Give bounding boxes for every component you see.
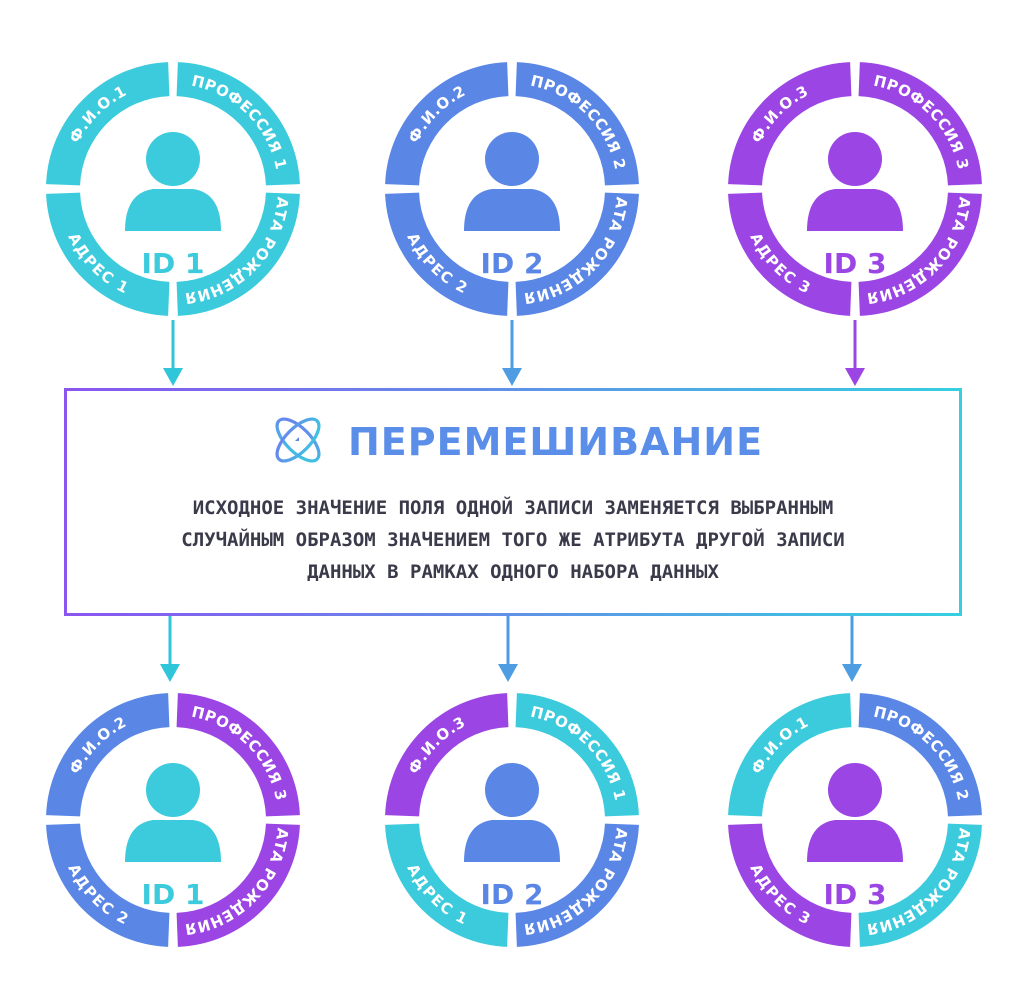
field-segment: [176, 192, 300, 316]
down-arrow: [160, 616, 180, 682]
field-segment: [46, 62, 170, 186]
person-icon: [464, 132, 560, 231]
field-segment: [385, 62, 509, 186]
person-icon: [807, 763, 903, 862]
field-segment: [858, 823, 982, 947]
field-segment: [858, 693, 982, 817]
person-icon: [125, 763, 221, 862]
field-segment: [515, 693, 639, 817]
field-segment: [728, 823, 852, 947]
field-segment: [46, 192, 170, 316]
process-title: ПЕРЕМЕШИВАНИЕ: [348, 420, 764, 464]
record-id-label: ID 2: [481, 878, 544, 911]
record-id-label: ID 2: [481, 247, 544, 280]
person-icon: [807, 132, 903, 231]
record-id-label: ID 3: [824, 247, 887, 280]
field-segment: [176, 693, 300, 817]
down-arrow: [163, 320, 183, 386]
field-segment: [728, 693, 852, 817]
field-segment: [385, 823, 509, 947]
field-segment: [385, 192, 509, 316]
field-segment: [858, 62, 982, 186]
field-segment: [385, 693, 509, 817]
person-icon: [464, 763, 560, 862]
description-line: СЛУЧАЙНЫМ ОБРАЗОМ ЗНАЧЕНИЕМ ТОГО ЖЕ АТРИ…: [181, 529, 845, 551]
field-segment: [515, 823, 639, 947]
flow-arrows: [160, 320, 865, 682]
field-segment: [728, 62, 852, 186]
record-id-label: ID 3: [824, 878, 887, 911]
field-segment: [728, 192, 852, 316]
down-arrow: [498, 616, 518, 682]
down-arrow: [842, 616, 862, 682]
record-id-label: ID 1: [142, 247, 205, 280]
record-id-label: ID 1: [142, 878, 205, 911]
field-segment: [858, 192, 982, 316]
down-arrow: [845, 320, 865, 386]
process-description: ИСХОДНОЕ ЗНАЧЕНИЕ ПОЛЯ ОДНОЙ ЗАПИСИ ЗАМЕ…: [76, 492, 950, 588]
field-segment: [515, 62, 639, 186]
shuffle-atom-icon: [268, 410, 328, 474]
field-segment: [176, 62, 300, 186]
process-box: [64, 388, 962, 616]
field-segment: [176, 823, 300, 947]
process-header: ПЕРЕМЕШИВАНИЕ: [268, 410, 763, 474]
field-segment: [515, 192, 639, 316]
description-line: ИСХОДНОЕ ЗНАЧЕНИЕ ПОЛЯ ОДНОЙ ЗАПИСИ ЗАМЕ…: [192, 497, 834, 519]
description-line: ДАННЫХ В РАМКАХ ОДНОГО НАБОРА ДАННЫХ: [307, 561, 719, 583]
field-segment: [46, 823, 170, 947]
field-segment: [46, 693, 170, 817]
down-arrow: [502, 320, 522, 386]
person-icon: [125, 132, 221, 231]
